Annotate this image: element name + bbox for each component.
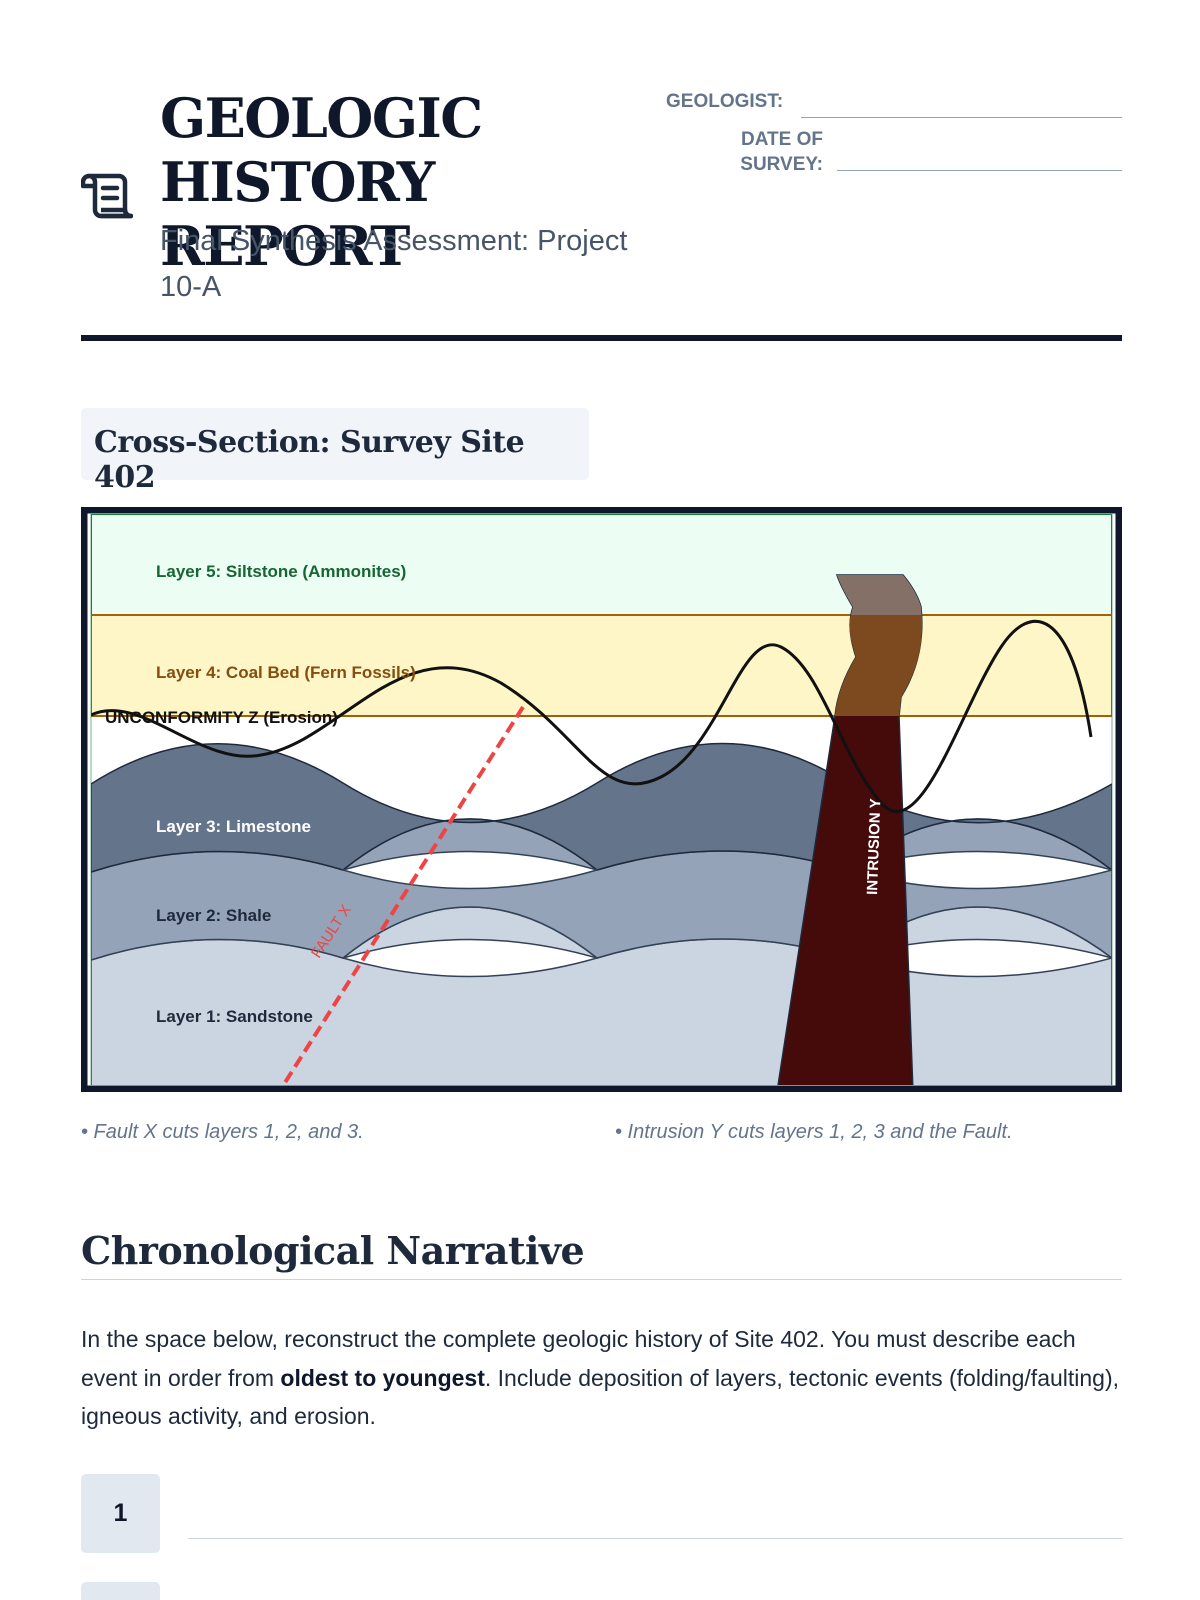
layer-5-label: Layer 5: Siltstone (Ammonites)	[156, 562, 406, 581]
report-header: GEOLOGIC HISTORY REPORT Final Synthesis …	[81, 86, 1122, 341]
narrative-instructions: In the space below, reconstruct the comp…	[81, 1326, 1120, 1429]
layer-4-coal-bed	[91, 614, 1112, 717]
unconformity-label: UNCONFORMITY Z (Erosion)	[105, 708, 338, 727]
scroll-icon	[81, 173, 133, 219]
date-of-survey-field[interactable]	[837, 170, 1122, 171]
report-subtitle: Final Synthesis Assessment: Project 10-A	[160, 225, 628, 303]
date-of-survey-label: DATE OF SURVEY:	[740, 129, 823, 175]
step-number: 1	[81, 1474, 160, 1553]
fault-note: • Fault X cuts layers 1, 2, and 3.	[81, 1121, 364, 1143]
layer-3-label: Layer 3: Limestone	[156, 817, 311, 836]
unconformity-z-line	[91, 619, 1093, 813]
narrative-heading: Chronological Narrative	[81, 1228, 585, 1273]
layer-5-siltstone	[91, 514, 1112, 616]
step-1-answer-field[interactable]	[188, 1538, 1122, 1539]
narrative-divider	[81, 1279, 1122, 1280]
cross-section-heading: Cross-Section: Survey Site 402	[81, 408, 589, 495]
intrusion-y-label: INTRUSION Y	[864, 798, 884, 895]
geologist-field[interactable]	[801, 117, 1122, 118]
cross-section-diagram: Layer 5: Siltstone (Ammonites) Layer 4: …	[81, 507, 1122, 1092]
geologist-label: GEOLOGIST:	[666, 91, 784, 112]
intrusion-note: • Intrusion Y cuts layers 1, 2, 3 and th…	[615, 1121, 1013, 1143]
report-title: GEOLOGIC HISTORY REPORT	[160, 86, 483, 278]
layer-4-label: Layer 4: Coal Bed (Fern Fossils)	[156, 663, 416, 682]
fault-x-line	[281, 705, 525, 1085]
layer-2-label: Layer 2: Shale	[156, 906, 271, 925]
layer-1-label: Layer 1: Sandstone	[156, 1007, 313, 1026]
step-number: 2	[81, 1582, 160, 1600]
